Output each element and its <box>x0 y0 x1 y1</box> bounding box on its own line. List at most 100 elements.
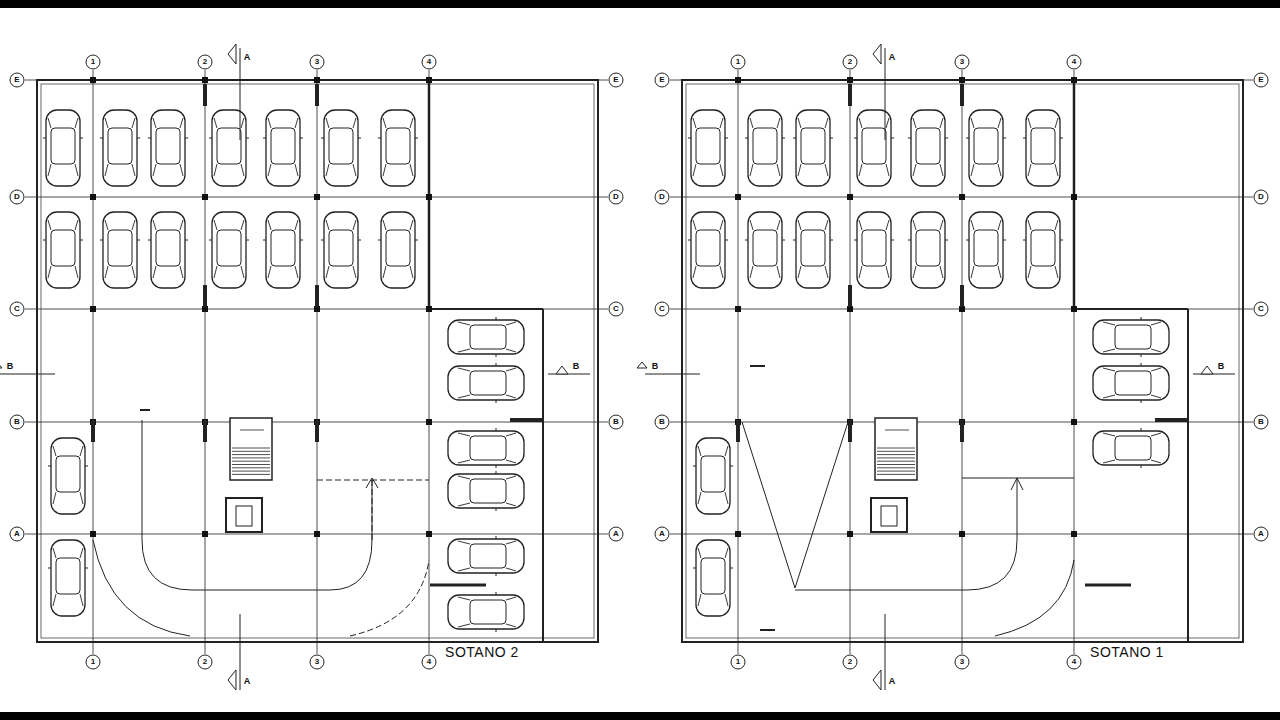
car-detail <box>458 476 516 506</box>
column <box>847 531 853 537</box>
car-cabin <box>470 436 506 460</box>
car-mirror <box>782 138 785 139</box>
stair-tread <box>877 448 915 449</box>
car-symbol <box>1093 363 1169 403</box>
car-symbol <box>448 536 524 576</box>
car-mirror <box>496 363 497 366</box>
ramp-arrow <box>366 478 378 488</box>
frame-bar <box>0 712 1280 720</box>
car-cabin <box>217 230 241 266</box>
car-symbol <box>793 110 833 186</box>
section-label: A <box>888 53 897 62</box>
section-line <box>1193 374 1235 375</box>
wall-pier <box>203 420 207 442</box>
car-mirror <box>185 138 188 139</box>
car-cabin <box>329 230 353 266</box>
car-cabin <box>56 456 80 492</box>
grid-bubble <box>843 55 857 69</box>
grid-bubble <box>422 55 436 69</box>
column <box>90 306 96 312</box>
car-detail <box>458 322 516 352</box>
car-body <box>1026 212 1060 288</box>
car-cabin <box>51 230 75 266</box>
car-cabin <box>974 128 998 164</box>
car-cabin <box>329 128 353 164</box>
wall-pier <box>203 84 207 106</box>
car-mirror <box>854 240 857 241</box>
car-symbol <box>48 438 88 514</box>
car-cabin <box>753 128 777 164</box>
car-symbol <box>966 212 1006 288</box>
grid-bubble-label: A <box>13 530 21 538</box>
car-mirror <box>496 629 497 632</box>
grid-bubble-label: E <box>658 76 665 84</box>
car-detail <box>698 446 728 504</box>
grid-bubble-label: 3 <box>959 58 965 66</box>
section-line <box>885 614 886 690</box>
car-mirror <box>793 240 796 241</box>
stair-tread <box>877 451 915 452</box>
grid-bubble-label: 2 <box>847 58 853 66</box>
car-cabin <box>156 230 180 266</box>
car-detail <box>458 597 516 627</box>
grid-bubble-label: 4 <box>1071 58 1077 66</box>
ramp-arrow <box>1011 478 1023 490</box>
car-cabin <box>51 128 75 164</box>
section-line <box>885 48 886 140</box>
car-mirror <box>209 138 212 139</box>
grid-bubble <box>86 55 100 69</box>
grid-bubble <box>955 655 969 669</box>
stair-tread <box>232 454 270 455</box>
grid-bubble <box>198 655 212 669</box>
elevator-cab <box>881 506 897 526</box>
car-mirror <box>854 138 857 139</box>
car-mirror <box>782 240 785 241</box>
car-cabin <box>801 230 825 266</box>
car-cabin <box>862 128 886 164</box>
stair-tread <box>232 464 270 465</box>
car-mirror <box>148 240 151 241</box>
section-mark <box>1201 366 1213 374</box>
column <box>1071 194 1077 200</box>
car-mirror <box>137 138 140 139</box>
grid-bubble-label: 4 <box>426 58 432 66</box>
car-symbol <box>448 363 524 403</box>
car-symbol <box>908 212 948 288</box>
plan-title: SOTANO 1 <box>1089 645 1165 659</box>
column <box>1071 306 1077 312</box>
grid-bubble <box>731 655 745 669</box>
car-mirror <box>891 240 894 241</box>
car-mirror <box>908 138 911 139</box>
stair-tread <box>232 471 270 472</box>
column <box>202 194 208 200</box>
car-mirror <box>300 138 303 139</box>
car-detail <box>1103 322 1161 352</box>
section-label: A <box>888 677 897 686</box>
car-detail <box>458 541 516 571</box>
car-body <box>151 212 185 288</box>
car-symbol <box>688 212 728 288</box>
car-body <box>381 110 415 186</box>
wall <box>1187 309 1189 642</box>
grid-line <box>93 70 94 654</box>
car-symbol <box>48 540 88 616</box>
grid-bubble-label: A <box>1257 530 1265 538</box>
grid-bubble <box>1067 55 1081 69</box>
car-symbol <box>43 212 83 288</box>
wall-pier <box>848 420 852 442</box>
grid-bubble <box>10 190 24 204</box>
grid-bubble <box>609 190 623 204</box>
elevator <box>871 498 907 532</box>
car-detail <box>1028 118 1058 176</box>
grid-bubble <box>609 415 623 429</box>
elevator <box>226 498 262 532</box>
car-detail <box>53 446 83 504</box>
car-body <box>103 212 137 288</box>
car-cabin <box>386 128 410 164</box>
section-label: B <box>1217 362 1226 371</box>
plan-title: SOTANO 2 <box>444 645 520 659</box>
car-body <box>46 212 80 288</box>
car-mirror <box>100 138 103 139</box>
column <box>90 194 96 200</box>
ramp-curve <box>350 560 429 636</box>
